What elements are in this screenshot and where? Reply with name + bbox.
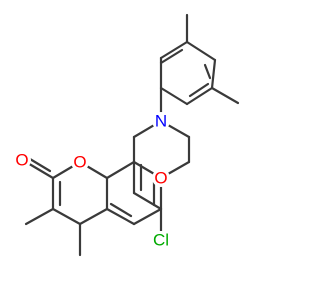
bond <box>24 207 55 226</box>
bond <box>105 160 136 180</box>
bond <box>109 202 133 218</box>
bond <box>185 86 214 106</box>
bond <box>24 160 55 180</box>
molecule-canvas: N O O O Cl <box>13 13 240 257</box>
bond <box>185 40 217 62</box>
bond <box>132 191 163 211</box>
bond <box>132 207 163 226</box>
bond <box>159 48 184 65</box>
atom-o-oxazine: O <box>152 169 170 188</box>
structure-diagram: N O O O Cl <box>13 13 240 257</box>
atom-label-o-carbonyl: O <box>15 151 28 170</box>
bond <box>78 207 109 226</box>
atom-label-cl: Cl <box>153 231 169 250</box>
atom-cl: Cl <box>150 231 172 250</box>
atom-label-n: N <box>155 112 167 131</box>
bond <box>51 207 82 226</box>
atom-label-o-oxazine: O <box>154 169 167 188</box>
bond <box>210 86 240 105</box>
bond <box>28 157 52 173</box>
bond <box>159 40 189 60</box>
bond <box>210 58 217 90</box>
bond <box>188 82 210 98</box>
atom-o-carbonyl: O <box>13 151 31 170</box>
bond <box>159 86 189 106</box>
atom-n: N <box>152 112 170 131</box>
atom-o-pyran: O <box>71 153 89 172</box>
atom-label-o-pyran: O <box>73 153 86 172</box>
bond <box>105 207 136 226</box>
bond <box>203 63 212 80</box>
